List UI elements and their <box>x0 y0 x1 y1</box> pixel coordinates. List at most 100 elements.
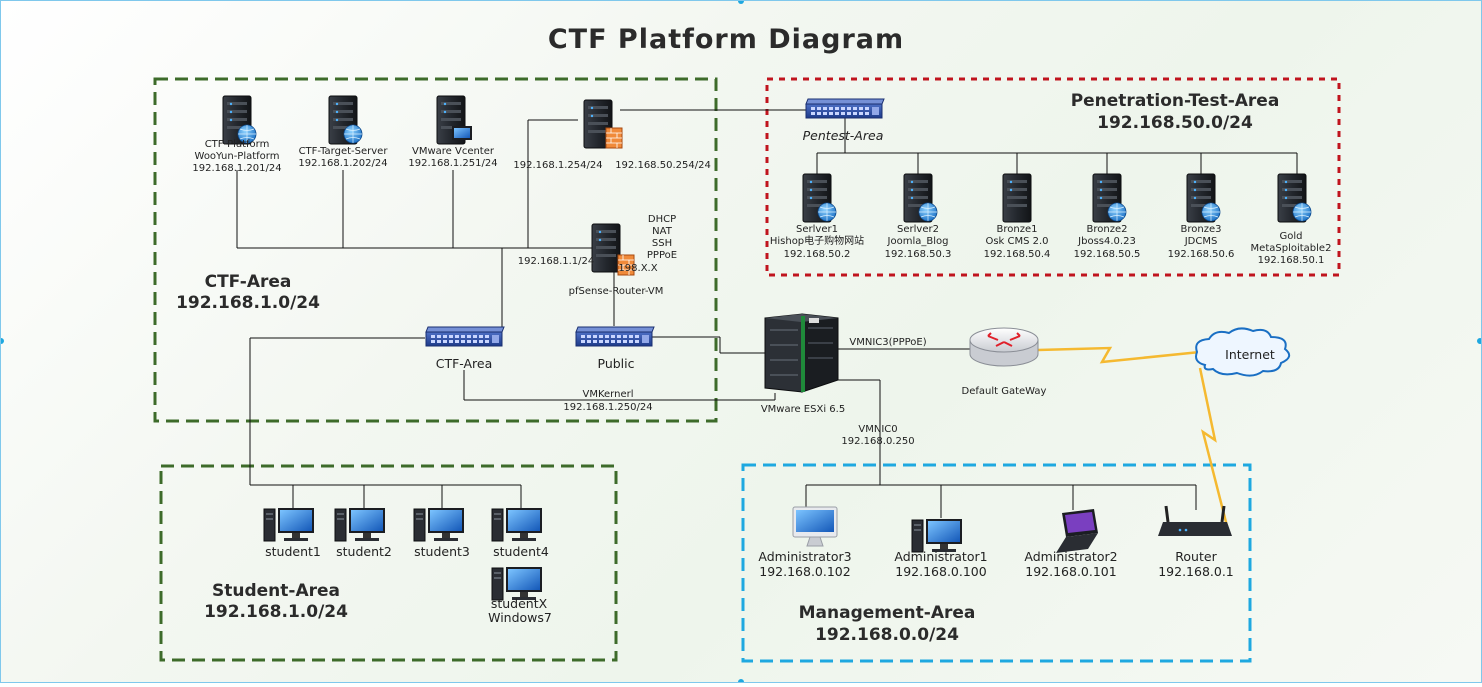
server-ip: 192.168.50.1 <box>1258 255 1325 266</box>
switch-label: Public <box>598 356 635 371</box>
switch-label: Pentest-Area <box>803 128 884 143</box>
pentest-server-4[interactable]: Bronze2 Jboss4.0.23 192.168.50.5 <box>1074 173 1141 260</box>
firewall-icon <box>605 127 623 149</box>
student-area-border <box>159 464 618 662</box>
vmkernel-ip: 192.168.1.250/24 <box>563 402 652 413</box>
server-label: Jboss4.0.23 <box>1077 236 1136 247</box>
esxi-name: VMware ESXi 6.5 <box>761 404 845 415</box>
server-label: CTF-Target-Server <box>299 146 389 157</box>
pentest-server-3[interactable]: Bronze1 Osk CMS 2.0 192.168.50.4 <box>984 173 1051 260</box>
ctf-area-switch[interactable]: CTF-Area <box>425 326 505 371</box>
server-label: Bronze2 <box>1087 224 1128 235</box>
admin-laptop[interactable]: Administrator2 192.168.0.101 <box>1024 509 1118 579</box>
pc-icon <box>334 507 386 542</box>
server-label: Serlver2 <box>897 224 939 235</box>
diagram-title: CTF Platform Diagram <box>548 24 904 55</box>
switch-icon <box>425 326 505 347</box>
server-ip: 192.168.50.3 <box>885 249 952 260</box>
pentest-server-6[interactable]: Gold MetaSploitable2 192.168.50.1 <box>1251 173 1332 266</box>
server-ip: 192.168.50.2 <box>784 249 851 260</box>
server-icon <box>802 173 837 223</box>
server-ip: 192.168.1.251/24 <box>408 158 497 169</box>
service-label: PPPoE <box>647 250 677 261</box>
pc-icon <box>911 518 963 553</box>
server-ip: 192.168.50.4 <box>984 249 1051 260</box>
management-area-border <box>741 463 1252 663</box>
student-label: student1 <box>265 544 321 559</box>
pc-icon <box>413 507 465 542</box>
router-name: Router <box>1175 549 1217 564</box>
switch-label: CTF-Area <box>436 356 493 371</box>
ctf-area-subnet: 192.168.1.0/24 <box>176 293 320 313</box>
server-ip: 192.168.1.201/24 <box>192 163 281 174</box>
student-pc-4[interactable]: student4 <box>491 507 549 559</box>
router-ip: 192.168.0.1 <box>1158 564 1234 579</box>
student-area-subnet: 192.168.1.0/24 <box>204 602 348 622</box>
switch-icon <box>575 326 655 347</box>
pfsense-router-vm[interactable]: DHCP NAT SSH PPPoE 192.168.1.1/24 198.X.… <box>518 214 677 297</box>
server-label: VMware Vcenter <box>412 146 495 157</box>
firewall-server[interactable]: 192.168.1.254/24 192.168.50.254/24 <box>513 99 711 171</box>
server-icon <box>1277 173 1312 223</box>
cloud-icon <box>1195 327 1291 377</box>
student-pc-3[interactable]: student3 <box>413 507 470 559</box>
ctf-platform-server[interactable]: CTF-Platform WooYun-Platform 192.168.1.2… <box>192 95 282 174</box>
router-icon <box>969 327 1039 367</box>
admin-ip: 192.168.0.100 <box>895 564 986 579</box>
student-area-name: Student-Area <box>212 581 340 601</box>
server-icon <box>1002 173 1032 223</box>
server-label: CTF-Platform <box>205 139 270 150</box>
vmware-esxi-host[interactable]: VMware ESXi 6.5 VMNIC3(PPPoE) VMNIC0 192… <box>761 313 927 447</box>
management-router[interactable]: Router 192.168.0.1 <box>1158 505 1234 579</box>
server-icon <box>903 173 938 223</box>
wan-link-gateway-internet <box>1037 346 1201 364</box>
default-gateway[interactable]: Default GateWay <box>962 327 1047 397</box>
vmnic3-label: VMNIC3(PPPoE) <box>849 337 926 348</box>
wan-link-internet-router <box>1198 367 1230 531</box>
student-label: studentX <box>491 596 548 611</box>
admin-imac[interactable]: Administrator3 192.168.0.102 <box>758 506 852 579</box>
pentest-server-5[interactable]: Bronze3 JDCMS 192.168.50.6 <box>1168 173 1235 260</box>
server-label: Joomla_Blog <box>887 236 949 247</box>
admin-ip: 192.168.0.102 <box>759 564 850 579</box>
server-ip: 192.168.50.6 <box>1168 249 1235 260</box>
server-icon <box>222 95 257 145</box>
pentest-server-1[interactable]: Serlver1 Hishop电子购物网站 192.168.50.2 <box>770 173 864 260</box>
connection-lines <box>236 109 1298 531</box>
pentest-area-name: Penetration-Test-Area <box>1071 91 1280 111</box>
ctf-target-server[interactable]: CTF-Target-Server 192.168.1.202/24 <box>298 95 389 169</box>
service-label: SSH <box>652 238 672 249</box>
student-label: student4 <box>493 544 549 559</box>
server-label: Serlver1 <box>796 224 838 235</box>
internet-cloud[interactable]: Internet <box>1195 327 1291 377</box>
server-label: Gold <box>1280 231 1303 242</box>
ctf-area-border <box>153 77 718 423</box>
server-label: WooYun-Platform <box>195 151 280 162</box>
server-ip-right: 192.168.50.254/24 <box>615 160 711 171</box>
admin-desktop[interactable]: Administrator1 192.168.0.100 <box>894 518 988 579</box>
pentest-server-2[interactable]: Serlver2 Joomla_Blog 192.168.50.3 <box>885 173 952 260</box>
pc-icon <box>263 507 315 542</box>
server-label: Hishop电子购物网站 <box>770 234 864 247</box>
switch-icon <box>805 98 885 119</box>
management-area-subnet: 192.168.0.0/24 <box>815 625 959 645</box>
pc-icon <box>491 507 543 542</box>
ctf-area-name: CTF-Area <box>205 272 292 292</box>
public-switch[interactable]: Public <box>575 326 655 371</box>
laptop-icon <box>1056 509 1098 553</box>
student-pc-1[interactable]: student1 <box>263 507 321 559</box>
wifi-router-icon <box>1158 505 1232 536</box>
student-pc-2[interactable]: student2 <box>334 507 392 559</box>
pentest-area-subnet: 192.168.50.0/24 <box>1097 113 1253 133</box>
server-ip: 192.168.1.202/24 <box>298 158 387 169</box>
service-label: NAT <box>652 226 673 237</box>
vmkernel-label: VMKernerl <box>583 389 634 400</box>
server-label: Bronze1 <box>997 224 1038 235</box>
student-pc-x[interactable]: studentX Windows7 <box>488 566 552 625</box>
vmnic0-label: VMNIC0 <box>858 424 897 435</box>
pentest-area-switch[interactable]: Pentest-Area <box>803 98 885 143</box>
vmware-vcenter-server[interactable]: VMware Vcenter 192.168.1.251/24 <box>408 95 498 169</box>
server-icon <box>1092 173 1127 223</box>
